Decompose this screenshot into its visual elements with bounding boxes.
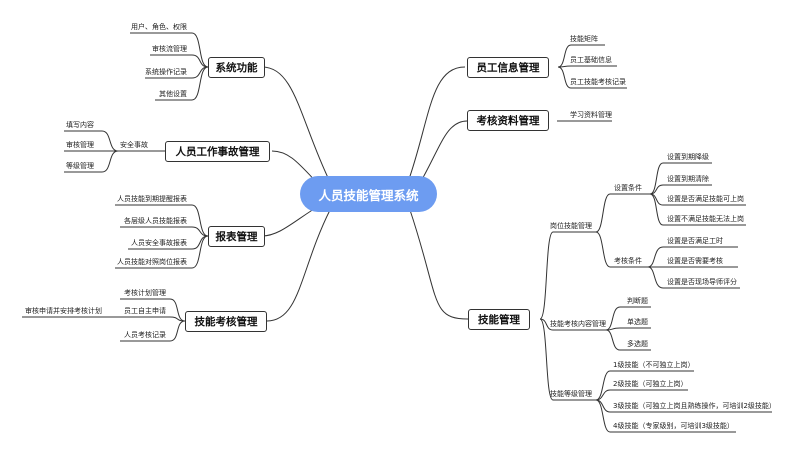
topic-other-settings[interactable]: 其他设置 <box>159 90 187 98</box>
branch-report-management[interactable]: 报表管理 <box>208 226 265 247</box>
topic-level-management[interactable]: 等级管理 <box>66 162 94 170</box>
topic-skill-level-2[interactable]: 2级技能（可独立上岗） <box>613 380 688 388</box>
topic-true-false[interactable]: 判断题 <box>627 297 648 305</box>
branch-incident-management[interactable]: 人员工作事故管理 <box>165 141 270 162</box>
topic-skill-level-management[interactable]: 技能等级管理 <box>550 390 592 398</box>
topic-assessment-plan[interactable]: 考核计划管理 <box>124 289 166 297</box>
branch-system-functions[interactable]: 系统功能 <box>208 57 265 78</box>
topic-skill-level-4[interactable]: 4级技能（专家级别，可培训3级技能） <box>613 422 734 430</box>
topic-review-and-schedule[interactable]: 审核申请并安排考核计划 <box>25 307 102 315</box>
topic-assessment-content-management[interactable]: 技能考核内容管理 <box>550 320 606 328</box>
topic-position-skill-management[interactable]: 岗位技能管理 <box>550 222 592 230</box>
topic-fill-content[interactable]: 填写内容 <box>66 121 94 129</box>
topic-assessment-records[interactable]: 人员考核记录 <box>124 331 166 339</box>
topic-skill-level-1[interactable]: 1级技能（不可独立上岗） <box>613 361 695 369</box>
topic-set-work-hours[interactable]: 设置是否满足工时 <box>667 237 723 245</box>
topic-multiple-choice[interactable]: 多选题 <box>627 340 648 348</box>
topic-set-need-assessment[interactable]: 设置是否需要考核 <box>667 257 723 265</box>
topic-set-expiry-clear[interactable]: 设置到期清除 <box>667 175 709 183</box>
topic-assessment-conditions[interactable]: 考核条件 <box>614 257 642 265</box>
topic-set-skill-qualified[interactable]: 设置是否满足技能可上岗 <box>667 195 744 203</box>
branch-assessment-materials[interactable]: 考核资料管理 <box>467 110 549 131</box>
topic-employee-basic-info[interactable]: 员工基础信息 <box>570 56 612 64</box>
topic-skill-matrix[interactable]: 技能矩阵 <box>570 35 598 43</box>
topic-safety-incident-report[interactable]: 人员安全事故报表 <box>131 239 187 247</box>
topic-set-mentor-scoring[interactable]: 设置是否现场导师评分 <box>667 278 737 286</box>
topic-users-roles-permissions[interactable]: 用户、角色、权限 <box>131 23 187 31</box>
topic-skill-position-report[interactable]: 人员技能对照岗位报表 <box>117 258 187 266</box>
topic-set-expiry-downgrade[interactable]: 设置到期降级 <box>667 153 709 161</box>
topic-single-choice[interactable]: 单选题 <box>627 318 648 326</box>
branch-employee-info[interactable]: 员工信息管理 <box>467 57 549 78</box>
topic-set-conditions[interactable]: 设置条件 <box>614 184 642 192</box>
topic-skill-expiry-report[interactable]: 人员技能到期提醒报表 <box>117 195 187 203</box>
topic-skill-level-3[interactable]: 3级技能（可独立上岗且熟练操作，可培训2级技能） <box>613 402 776 410</box>
branch-skill-management[interactable]: 技能管理 <box>468 309 530 330</box>
topic-learning-materials[interactable]: 学习资料管理 <box>570 111 612 119</box>
central-topic[interactable]: 人员技能管理系统 <box>300 176 437 212</box>
topic-set-skill-unqualified[interactable]: 设置不满足技能无法上岗 <box>667 215 744 223</box>
topic-safety-incident[interactable]: 安全事故 <box>120 141 148 149</box>
branch-skill-assessment[interactable]: 技能考核管理 <box>185 311 267 332</box>
topic-approval-flow[interactable]: 审核流管理 <box>152 45 187 53</box>
topic-review-management[interactable]: 审核管理 <box>66 141 94 149</box>
topic-employee-assessment-records[interactable]: 员工技能考核记录 <box>570 78 626 86</box>
topic-system-log[interactable]: 系统操作记录 <box>145 68 187 76</box>
topic-level-skill-report[interactable]: 各层级人员技能报表 <box>124 217 187 225</box>
topic-self-application[interactable]: 员工自主申请 <box>124 307 166 315</box>
